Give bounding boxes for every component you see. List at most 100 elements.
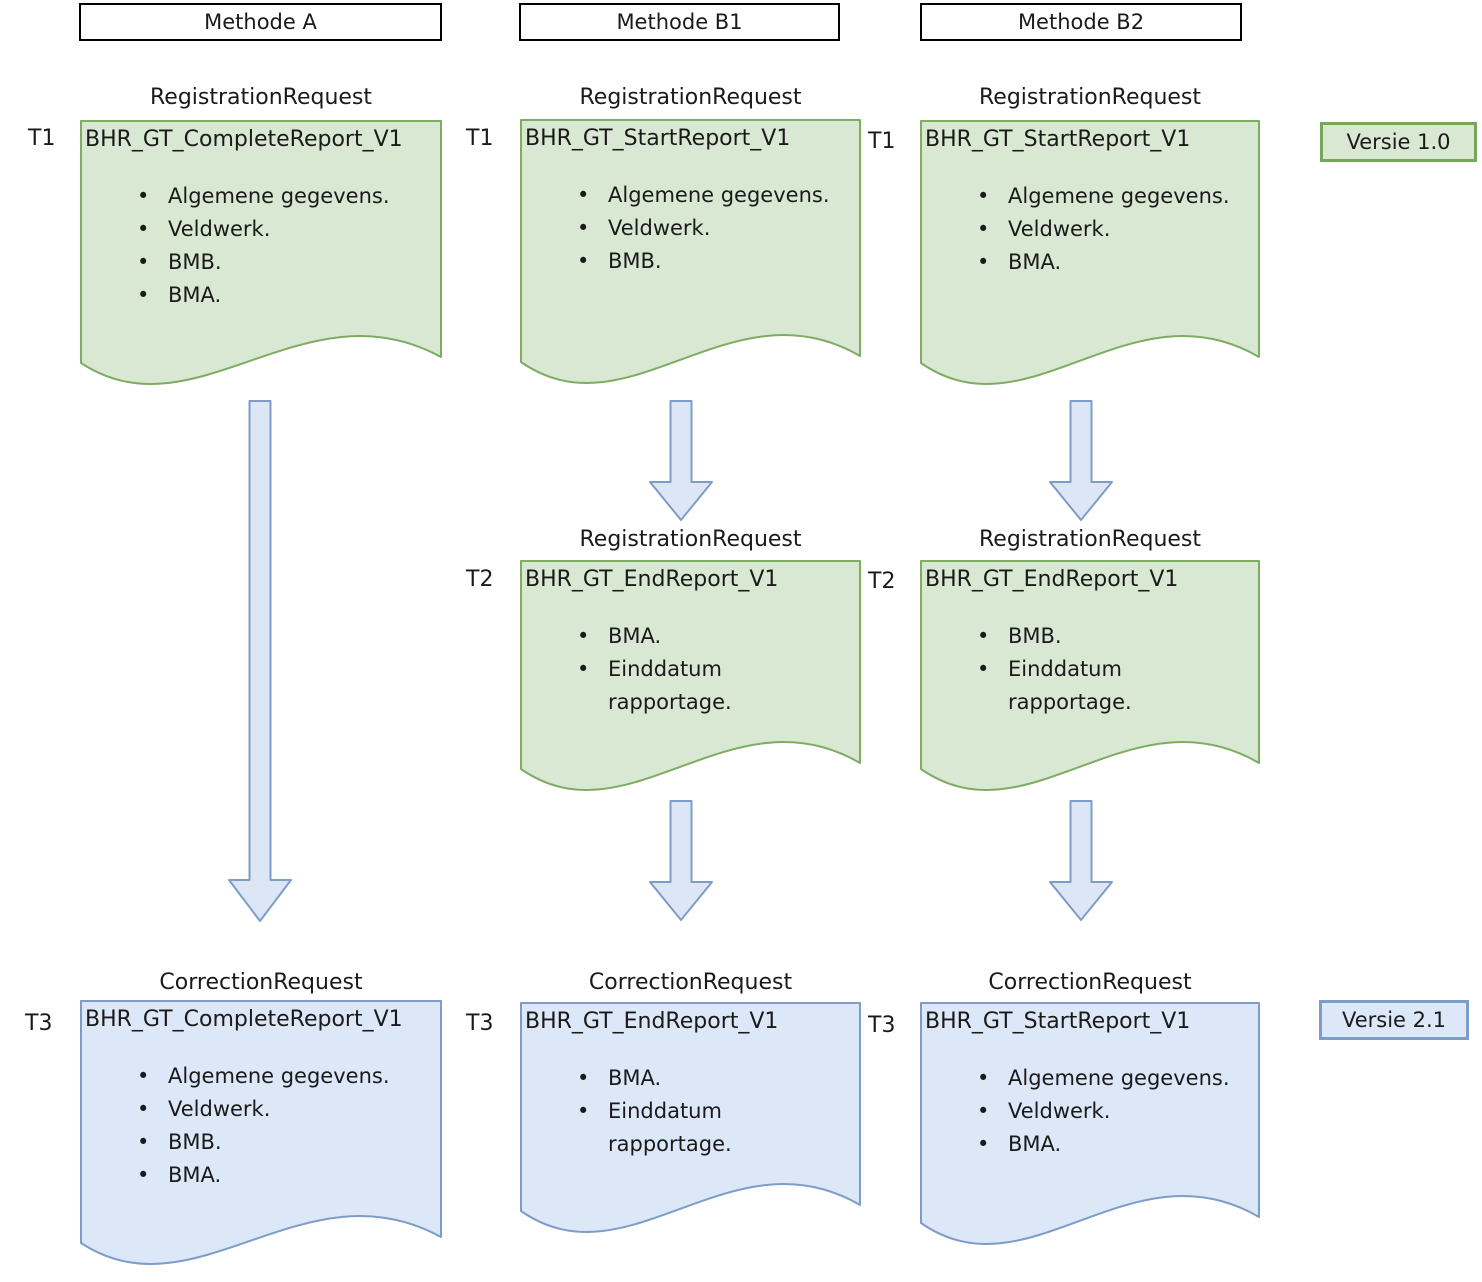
list-item: •Veldwerk. bbox=[577, 212, 855, 245]
version-badge-2: Versie 2.1 bbox=[1319, 1000, 1469, 1040]
bullet-icon: • bbox=[577, 216, 590, 240]
bullet-icon: • bbox=[977, 184, 990, 208]
bullet-icon: • bbox=[577, 183, 590, 207]
bullet-icon: • bbox=[137, 1097, 150, 1121]
message-name: BHR_GT_StartReport_V1 bbox=[525, 126, 791, 151]
message-items: •Algemene gegevens. •Veldwerk. •BMA. bbox=[925, 180, 1254, 279]
request-type-b1-t2: RegistrationRequest bbox=[579, 527, 802, 552]
request-type-b2-t3: CorrectionRequest bbox=[988, 970, 1192, 995]
document-shape bbox=[920, 1002, 1260, 1245]
list-item: •BMB. bbox=[577, 245, 855, 278]
header-methode-a: Methode A bbox=[79, 3, 442, 41]
message-items: •BMB. •Einddatum rapportage. bbox=[925, 620, 1254, 719]
version-label: Versie 2.1 bbox=[1341, 1008, 1447, 1032]
time-label-b2-t1: T1 bbox=[868, 129, 896, 154]
list-item: •BMB. bbox=[137, 246, 436, 279]
request-type-b1-t3: CorrectionRequest bbox=[588, 970, 793, 995]
bullet-icon: • bbox=[577, 1099, 590, 1123]
list-item: •Veldwerk. bbox=[977, 1095, 1254, 1128]
list-item: •Einddatum rapportage. bbox=[577, 1095, 855, 1161]
bullet-icon: • bbox=[977, 1099, 990, 1123]
request-type-a-t3: CorrectionRequest bbox=[159, 970, 363, 995]
document-b1-t1: BHR_GT_StartReport_V1 •Algemene gegevens… bbox=[520, 119, 861, 397]
bullet-icon: • bbox=[977, 1132, 990, 1156]
list-item: •Veldwerk. bbox=[977, 213, 1254, 246]
version-badge-1: Versie 1.0 bbox=[1320, 122, 1477, 162]
header-methode-b1: Methode B1 bbox=[519, 3, 840, 41]
header-methode-b2: Methode B2 bbox=[920, 3, 1242, 41]
message-name: BHR_GT_CompleteReport_V1 bbox=[85, 127, 403, 152]
bullet-icon: • bbox=[977, 250, 990, 274]
message-name: BHR_GT_EndReport_V1 bbox=[525, 567, 779, 592]
request-type-a-t1: RegistrationRequest bbox=[149, 85, 373, 110]
list-item: •Algemene gegevens. bbox=[977, 180, 1254, 213]
time-label-a-t3: T3 bbox=[25, 1011, 53, 1036]
bullet-icon: • bbox=[137, 1130, 150, 1154]
list-item: •Algemene gegevens. bbox=[977, 1062, 1254, 1095]
header-label: Methode B1 bbox=[616, 10, 743, 34]
bullet-icon: • bbox=[137, 217, 150, 241]
document-b1-t3: BHR_GT_EndReport_V1 •BMA. •Einddatum rap… bbox=[520, 1002, 861, 1247]
list-item: •BMB. bbox=[137, 1126, 436, 1159]
document-shape bbox=[80, 120, 442, 385]
document-shape bbox=[920, 120, 1260, 385]
down-arrow-b2-t1-to-t2 bbox=[1049, 400, 1113, 521]
bullet-icon: • bbox=[137, 184, 150, 208]
document-shape bbox=[520, 1002, 861, 1233]
bullet-icon: • bbox=[977, 624, 990, 648]
down-arrow-b2-t2-to-t3 bbox=[1049, 800, 1113, 921]
document-shape bbox=[520, 560, 861, 791]
bullet-icon: • bbox=[137, 250, 150, 274]
bullet-icon: • bbox=[977, 657, 990, 681]
down-arrow-b1-t1-to-t2 bbox=[649, 400, 713, 521]
list-item: •Veldwerk. bbox=[137, 1093, 436, 1126]
list-item: •Veldwerk. bbox=[137, 213, 436, 246]
bullet-icon: • bbox=[577, 657, 590, 681]
version-label: Versie 1.0 bbox=[1346, 130, 1451, 154]
document-a-t1: BHR_GT_CompleteReport_V1 •Algemene gegev… bbox=[80, 120, 442, 398]
document-shape bbox=[920, 560, 1260, 791]
time-label-b2-t3: T3 bbox=[868, 1013, 896, 1038]
message-items: •Algemene gegevens. •Veldwerk. •BMB. bbox=[525, 179, 855, 278]
message-name: BHR_GT_EndReport_V1 bbox=[925, 567, 1179, 592]
bullet-icon: • bbox=[977, 1066, 990, 1090]
message-items: •BMA. •Einddatum rapportage. bbox=[525, 620, 855, 719]
time-label-b2-t2: T2 bbox=[868, 569, 896, 594]
list-item: •Einddatum rapportage. bbox=[577, 653, 855, 719]
list-item: •Algemene gegevens. bbox=[137, 180, 436, 213]
bullet-icon: • bbox=[137, 1064, 150, 1088]
document-b2-t1: BHR_GT_StartReport_V1 •Algemene gegevens… bbox=[920, 120, 1260, 398]
down-arrow-a-t1-to-t3 bbox=[228, 400, 292, 922]
document-b2-t2: BHR_GT_EndReport_V1 •BMB. •Einddatum rap… bbox=[920, 560, 1260, 805]
message-name: BHR_GT_StartReport_V1 bbox=[925, 1009, 1191, 1034]
message-items: •BMA. •Einddatum rapportage. bbox=[525, 1062, 855, 1161]
bullet-icon: • bbox=[577, 624, 590, 648]
bullet-icon: • bbox=[577, 249, 590, 273]
message-name: BHR_GT_StartReport_V1 bbox=[925, 127, 1191, 152]
bullet-icon: • bbox=[977, 217, 990, 241]
down-arrow-b1-t2-to-t3 bbox=[649, 800, 713, 921]
list-item: •Einddatum rapportage. bbox=[977, 653, 1254, 719]
message-name: BHR_GT_CompleteReport_V1 bbox=[85, 1007, 403, 1032]
message-items: •Algemene gegevens. •Veldwerk. •BMB. •BM… bbox=[85, 180, 436, 312]
document-b1-t2: BHR_GT_EndReport_V1 •BMA. •Einddatum rap… bbox=[520, 560, 861, 805]
time-label-b1-t3: T3 bbox=[466, 1011, 494, 1036]
list-item: •BMA. bbox=[137, 1159, 436, 1192]
document-shape bbox=[520, 119, 861, 384]
message-name: BHR_GT_EndReport_V1 bbox=[525, 1009, 779, 1034]
document-b2-t3: BHR_GT_StartReport_V1 •Algemene gegevens… bbox=[920, 1002, 1260, 1259]
request-type-b2-t1: RegistrationRequest bbox=[978, 85, 1202, 110]
time-label-a-t1: T1 bbox=[28, 126, 56, 151]
header-label: Methode B2 bbox=[1017, 10, 1145, 34]
document-shape bbox=[80, 1000, 442, 1265]
header-label: Methode A bbox=[204, 10, 317, 34]
time-label-b1-t1: T1 bbox=[466, 126, 494, 151]
list-item: •BMA. bbox=[577, 1062, 855, 1095]
list-item: •BMA. bbox=[577, 620, 855, 653]
list-item: •BMB. bbox=[977, 620, 1254, 653]
bullet-icon: • bbox=[577, 1066, 590, 1090]
request-type-b1-t1: RegistrationRequest bbox=[579, 85, 802, 110]
list-item: •Algemene gegevens. bbox=[577, 179, 855, 212]
bullet-icon: • bbox=[137, 1163, 150, 1187]
